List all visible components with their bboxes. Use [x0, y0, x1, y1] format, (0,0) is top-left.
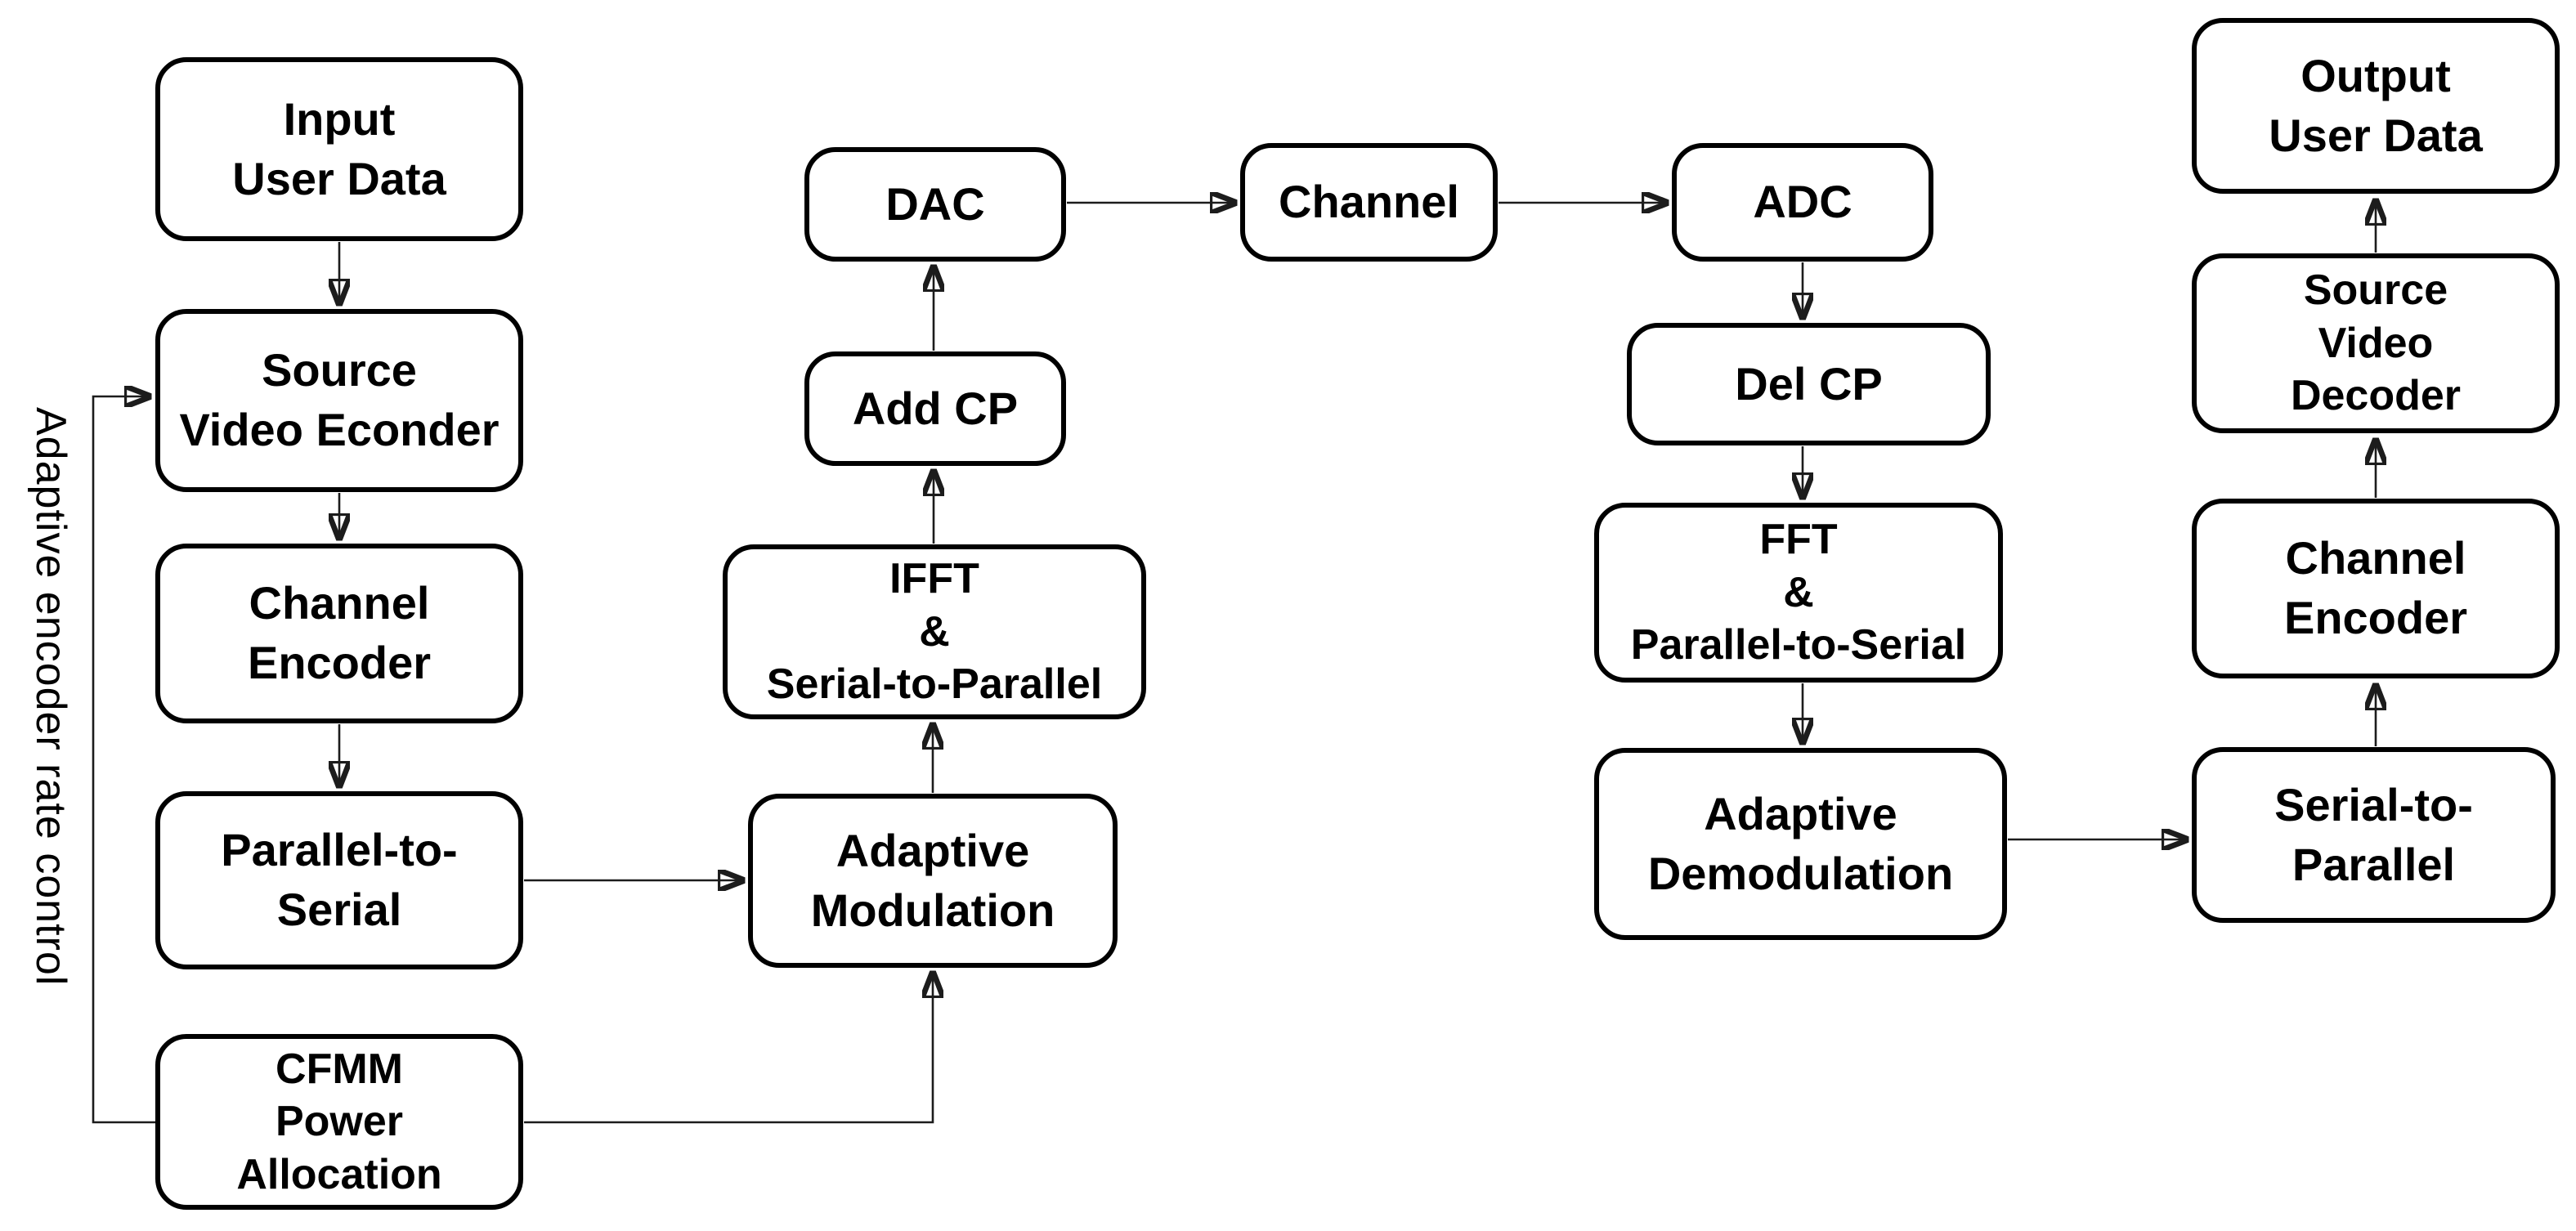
node-ifft-serial-to-parallel: IFFT & Serial-to-Parallel — [723, 544, 1146, 719]
node-parallel-to-serial: Parallel-to- Serial — [155, 791, 523, 969]
node-output-user-data: Output User Data — [2192, 18, 2560, 194]
node-input-user-data: Input User Data — [155, 57, 523, 241]
arrow-cfmm-to-adaptive-modulation — [524, 973, 933, 1124]
node-fft-parallel-to-serial: FFT & Parallel-to-Serial — [1594, 503, 2003, 683]
node-channel: Channel — [1240, 143, 1498, 262]
node-channel-encoder-rx: Channel Encoder — [2192, 499, 2560, 678]
arrow-feedback-rate-control — [92, 396, 155, 1124]
node-cfmm-power-allocation: CFMM Power Allocation — [155, 1034, 523, 1210]
node-source-video-encoder: Source Video Econder — [155, 309, 523, 492]
feedback-label: Adaptive encoder rate control — [27, 407, 74, 987]
node-adaptive-demodulation: Adaptive Demodulation — [1594, 748, 2007, 940]
node-dac: DAC — [804, 147, 1066, 262]
node-del-cp: Del CP — [1627, 323, 1991, 445]
node-source-video-decoder: Source Video Decoder — [2192, 253, 2560, 433]
node-adaptive-modulation: Adaptive Modulation — [748, 794, 1118, 968]
node-adc: ADC — [1672, 143, 1933, 262]
node-channel-encoder-tx: Channel Encoder — [155, 544, 523, 723]
node-serial-to-parallel: Serial-to- Parallel — [2192, 747, 2556, 923]
node-add-cp: Add CP — [804, 351, 1066, 466]
